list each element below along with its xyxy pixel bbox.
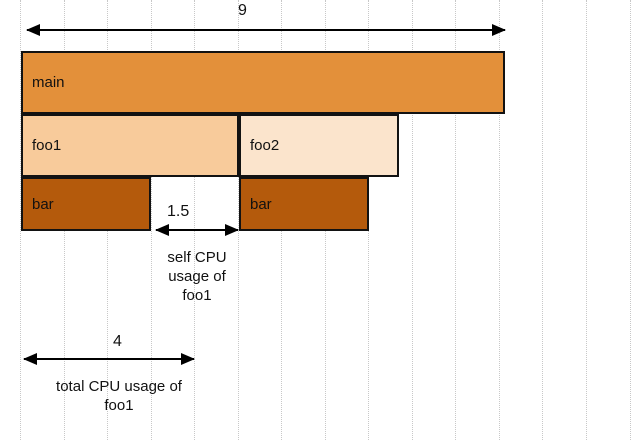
gridline-12 [542,0,543,440]
gridline-0 [20,0,21,440]
flame-frame-foo2[interactable]: foo2 [239,114,399,177]
flame-frame-foo1[interactable]: foo1 [21,114,239,177]
gridline-13 [586,0,587,440]
gridline-11 [499,0,500,440]
flame-frame-label: foo1 [32,137,62,154]
measure-caption-total-cpu-foo1: total CPU usage of foo1 [56,378,182,414]
measure-arrow-total-cpu-foo1 [23,353,195,365]
gridline-10 [455,0,456,440]
flame-frame-label: bar [32,195,54,213]
measure-value-self-cpu-foo1: 1.5 [167,203,190,220]
flame-frame-main[interactable]: main [21,51,505,114]
flame-frame-bar1[interactable]: bar [21,177,151,231]
flame-frame-label: foo2 [250,137,280,154]
gridline-3 [151,0,152,440]
flame-frame-label: bar [250,195,272,213]
gridline-5 [238,0,239,440]
gridline-14 [630,0,631,440]
measure-arrow-total-width [26,24,506,36]
gridline-9 [412,0,413,440]
measure-arrow-self-cpu-foo1 [155,224,239,236]
measure-value-total-cpu-foo1: 4 [113,333,122,350]
flame-frame-bar2[interactable]: bar [239,177,369,231]
measure-caption-self-cpu-foo1: self CPU usage of foo1 [167,249,227,304]
gridline-4 [194,0,195,440]
flame-frame-label: main [32,74,65,91]
measure-value-total-width: 9 [238,2,247,19]
